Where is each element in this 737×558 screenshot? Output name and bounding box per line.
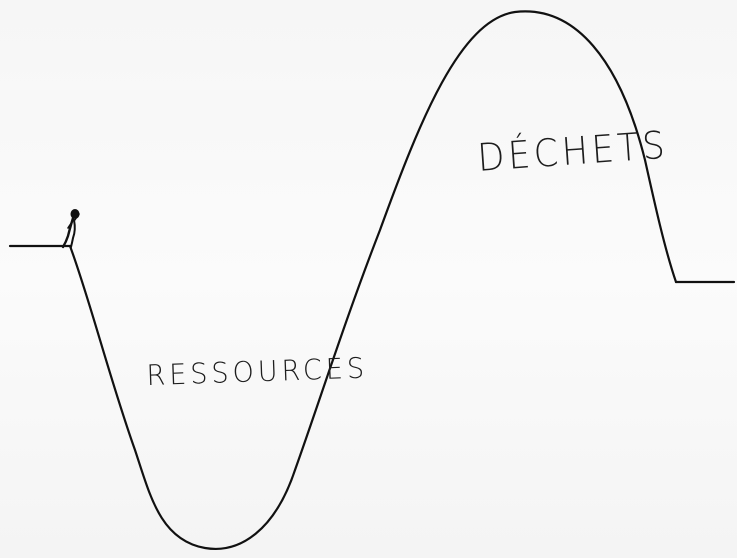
valley-hill-curve bbox=[70, 11, 676, 548]
standing-person-icon bbox=[63, 209, 80, 247]
